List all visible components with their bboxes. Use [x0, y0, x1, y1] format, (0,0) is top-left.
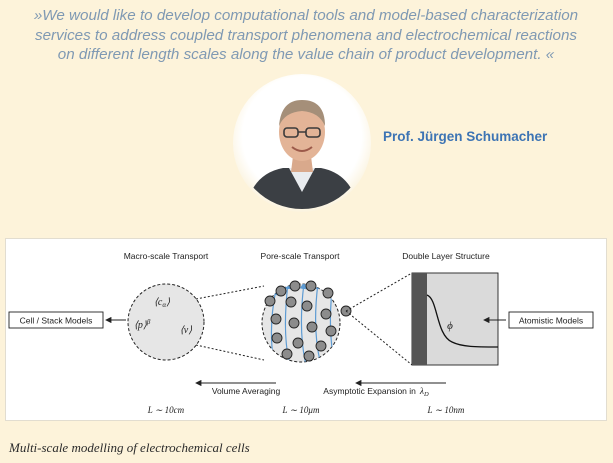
macro-connector-top	[195, 285, 265, 300]
person-portrait-icon	[245, 100, 359, 209]
scale-macro-label: L ∼ 10cm	[147, 405, 185, 415]
person-name: Prof. Jürgen Schumacher	[383, 129, 548, 144]
pore-connector-bottom	[345, 310, 413, 366]
electrode-wall	[412, 273, 427, 365]
potential-curve	[426, 294, 499, 348]
portrait-photo	[233, 74, 371, 212]
scale-pore-label: L ∼ 10μm	[282, 405, 320, 415]
atomistic-models-label: Atomistic Models	[519, 316, 583, 326]
cell-stack-models-label: Cell / Stack Models	[20, 316, 93, 326]
macro-concentration-label: ⟨cα⟩	[154, 297, 170, 309]
macro-scale-title: Macro-scale Transport	[124, 251, 209, 261]
pore-connector-top	[345, 272, 413, 312]
macro-scale-circle	[127, 283, 205, 361]
quote-line-1: »We would like to develop computational …	[33, 7, 579, 24]
atomistic-models-box	[508, 311, 594, 329]
scale-nano-label: L ∼ 10nm	[427, 405, 465, 415]
phi-label: ϕ	[447, 320, 453, 332]
cell-stack-models-box	[8, 311, 104, 329]
quote-line-2: services to address coupled transport ph…	[35, 26, 577, 44]
macro-velocity-label: ⟨v⟩	[180, 325, 192, 336]
quote-text: »We would like to develop computational …	[4, 6, 608, 65]
macro-connector-bottom	[195, 344, 265, 361]
figure-caption: Multi-scale modelling of electrochemical…	[9, 440, 250, 455]
quote-line-3: on different length scales along the val…	[57, 46, 555, 63]
pore-scale-title: Pore-scale Transport	[261, 251, 341, 261]
volume-averaging-label: Volume Averaging	[212, 386, 281, 396]
macro-pressure-label: ⟨p⟩β	[134, 318, 151, 331]
multiscale-diagram-figure: Macro-scale Transport Pore-scale Transpo…	[8, 251, 594, 415]
double-layer-title: Double Layer Structure	[402, 251, 490, 261]
pore-particles	[264, 280, 352, 362]
multiscale-diagram: Macro-scale Transport Pore-scale Transpo…	[5, 238, 607, 421]
